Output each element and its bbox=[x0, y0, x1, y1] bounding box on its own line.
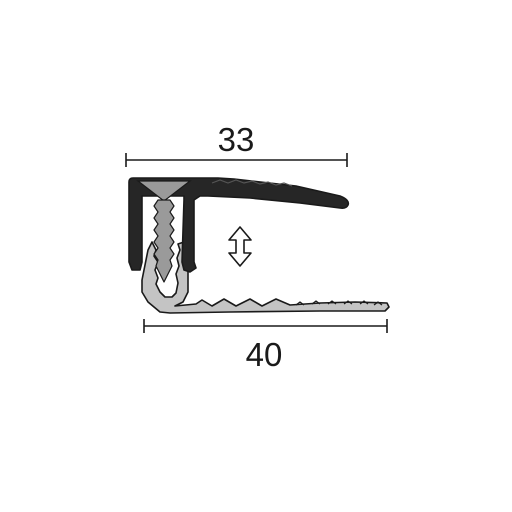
lower-profile-ridges bbox=[295, 300, 383, 306]
lower-base-profile bbox=[141, 241, 390, 314]
top-dimension-label: 33 bbox=[218, 121, 255, 158]
screw-shank bbox=[153, 199, 175, 283]
bottom-dimension: 40 bbox=[143, 319, 388, 373]
arrow-outline bbox=[228, 226, 252, 267]
top-profile-shape bbox=[128, 177, 350, 273]
top-cap-profile bbox=[128, 177, 350, 273]
fixing-screw bbox=[136, 180, 192, 283]
double-vertical-arrow-icon bbox=[228, 226, 252, 267]
top-dimension: 33 bbox=[125, 121, 348, 167]
screw-head bbox=[136, 180, 192, 202]
bottom-dimension-label: 40 bbox=[246, 336, 283, 373]
lower-profile-shape bbox=[141, 241, 390, 314]
top-profile-grooves bbox=[211, 179, 293, 187]
